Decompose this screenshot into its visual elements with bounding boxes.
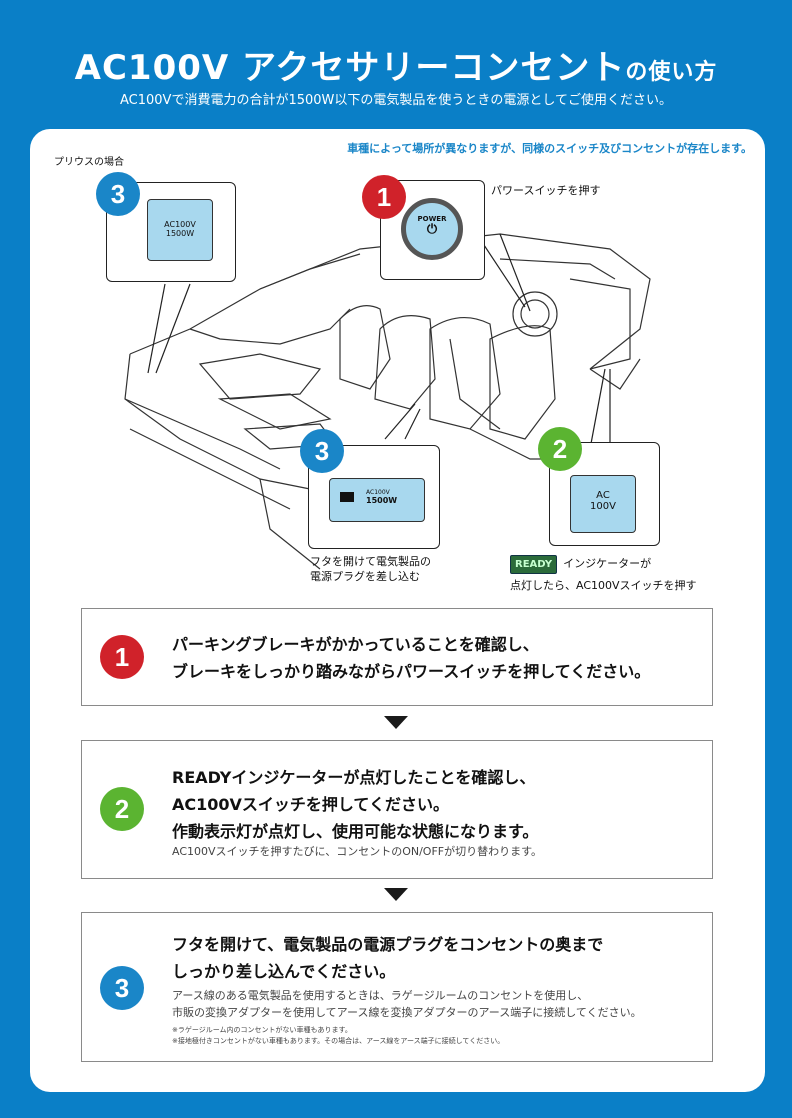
prius-label: プリウスの場合: [54, 157, 124, 168]
callout-outlet-lower: AC100V 1500W: [308, 445, 440, 549]
power-symbol-icon: ⏻: [426, 222, 438, 237]
step-3-footnotes: ※ラゲージルーム内のコンセントがない車種もあります。 ※接地極付きコンセントがな…: [172, 1025, 504, 1047]
footnote-1: ※ラゲージルーム内のコンセントがない車種もあります。: [172, 1026, 352, 1034]
step-2-line-1: READYインジケーターが点灯したことを確認し、: [172, 768, 536, 787]
step-2-note: AC100Vスイッチを押すたびに、コンセントのON/OFFが切り替わります。: [172, 845, 543, 858]
step-3-note: アース線のある電気製品を使用するときは、ラゲージルームのコンセントを使用し、 市…: [172, 987, 642, 1021]
step-2-badge: 2: [100, 787, 144, 831]
power-button-label: POWER: [417, 215, 447, 223]
badge-1-illustration: 1: [362, 175, 406, 219]
outlet-label-2: 1500W: [165, 229, 195, 238]
outlet-caption: フタを開けて電気製品の 電源プラグを差し込む: [310, 554, 431, 584]
page-header: AC100V アクセサリーコンセントの使い方 AC100Vで消費電力の合計が15…: [0, 0, 792, 128]
step-3-line-1: フタを開けて、電気製品の電源プラグをコンセントの奥まで: [172, 935, 604, 954]
step-3-line-2: しっかり差し込んでください。: [172, 962, 396, 981]
outlet-cover-lower: AC100V 1500W: [329, 478, 425, 522]
step-1-line-2: ブレーキをしっかり踏みながらパワースイッチを押してください。: [172, 662, 651, 681]
arrow-down-icon: [384, 716, 408, 729]
switch-label-2: 100V: [590, 501, 616, 512]
page-subtitle: AC100Vで消費電力の合計が1500W以下の電気製品を使うときの電源としてご使…: [120, 93, 672, 108]
step-1-text: パーキングブレーキがかかっていることを確認し、 ブレーキをしっかり踏みながらパワ…: [172, 631, 650, 685]
power-button: POWER ⏻: [401, 198, 463, 260]
ready-caption: READY インジケーターが 点灯したら、AC100Vスイッチを押す: [510, 555, 697, 593]
switch-label-1: AC: [596, 490, 610, 501]
outlet-caption-line-1: フタを開けて電気製品の: [310, 555, 431, 568]
outlet-cover-upper: AC100V 1500W: [147, 199, 213, 261]
step-3-box: 3 フタを開けて、電気製品の電源プラグをコンセントの奥まで しっかり差し込んでく…: [81, 912, 713, 1062]
outlet-caption-line-2: 電源プラグを差し込む: [310, 570, 420, 583]
badge-3-lower: 3: [300, 429, 344, 473]
badge-3-upper: 3: [96, 172, 140, 216]
ready-indicator-icon: READY: [510, 555, 558, 574]
step-2-text: READYインジケーターが点灯したことを確認し、 AC100Vスイッチを押してく…: [172, 764, 538, 845]
power-switch-caption: パワースイッチを押す: [491, 184, 601, 197]
step-2-line-2: AC100Vスイッチを押してください。: [172, 795, 449, 814]
step-2-box: 2 READYインジケーターが点灯したことを確認し、 AC100Vスイッチを押し…: [81, 740, 713, 879]
outlet-label-1: AC100V: [366, 489, 390, 496]
step-1-badge: 1: [100, 635, 144, 679]
step-1-box: 1 パーキングブレーキがかかっていることを確認し、 ブレーキをしっかり踏みながら…: [81, 608, 713, 706]
step-3-badge: 3: [100, 966, 144, 1010]
badge-2-illustration: 2: [538, 427, 582, 471]
step-2-line-3: 作動表示灯が点灯し、使用可能な状態になります。: [172, 822, 539, 841]
outlet-label-1: AC100V: [164, 220, 196, 229]
step-3-text: フタを開けて、電気製品の電源プラグをコンセントの奥まで しっかり差し込んでくださ…: [172, 931, 603, 985]
outlet-label-2: 1500W: [366, 496, 398, 505]
title-suffix: の使い方: [625, 60, 718, 85]
step-3-note-line-1: アース線のある電気製品を使用するときは、ラゲージルームのコンセントを使用し、: [172, 989, 589, 1002]
plug-icon: [340, 492, 354, 502]
ac100v-switch: AC 100V: [570, 475, 636, 533]
ready-caption-line-2: 点灯したら、AC100Vスイッチを押す: [510, 579, 697, 592]
vehicle-note: 車種によって場所が異なりますが、同様のスイッチ及びコンセントが存在します。: [347, 142, 752, 155]
content-panel: 車種によって場所が異なりますが、同様のスイッチ及びコンセントが存在します。 プリ…: [30, 129, 765, 1092]
ready-caption-line-1: インジケーターが: [563, 557, 652, 570]
arrow-down-icon: [384, 888, 408, 901]
page-title: AC100V アクセサリーコンセントの使い方: [0, 40, 792, 89]
step-1-line-1: パーキングブレーキがかかっていることを確認し、: [172, 635, 539, 654]
step-3-note-line-2: 市販の変換アダプターを使用してアース線を変換アダプターのアース端子に接続してくだ…: [172, 1006, 642, 1019]
title-main: AC100V アクセサリーコンセント: [74, 48, 626, 88]
footnote-2: ※接地極付きコンセントがない車種もあります。その場合は、アース線をアース端子に接…: [172, 1037, 505, 1045]
